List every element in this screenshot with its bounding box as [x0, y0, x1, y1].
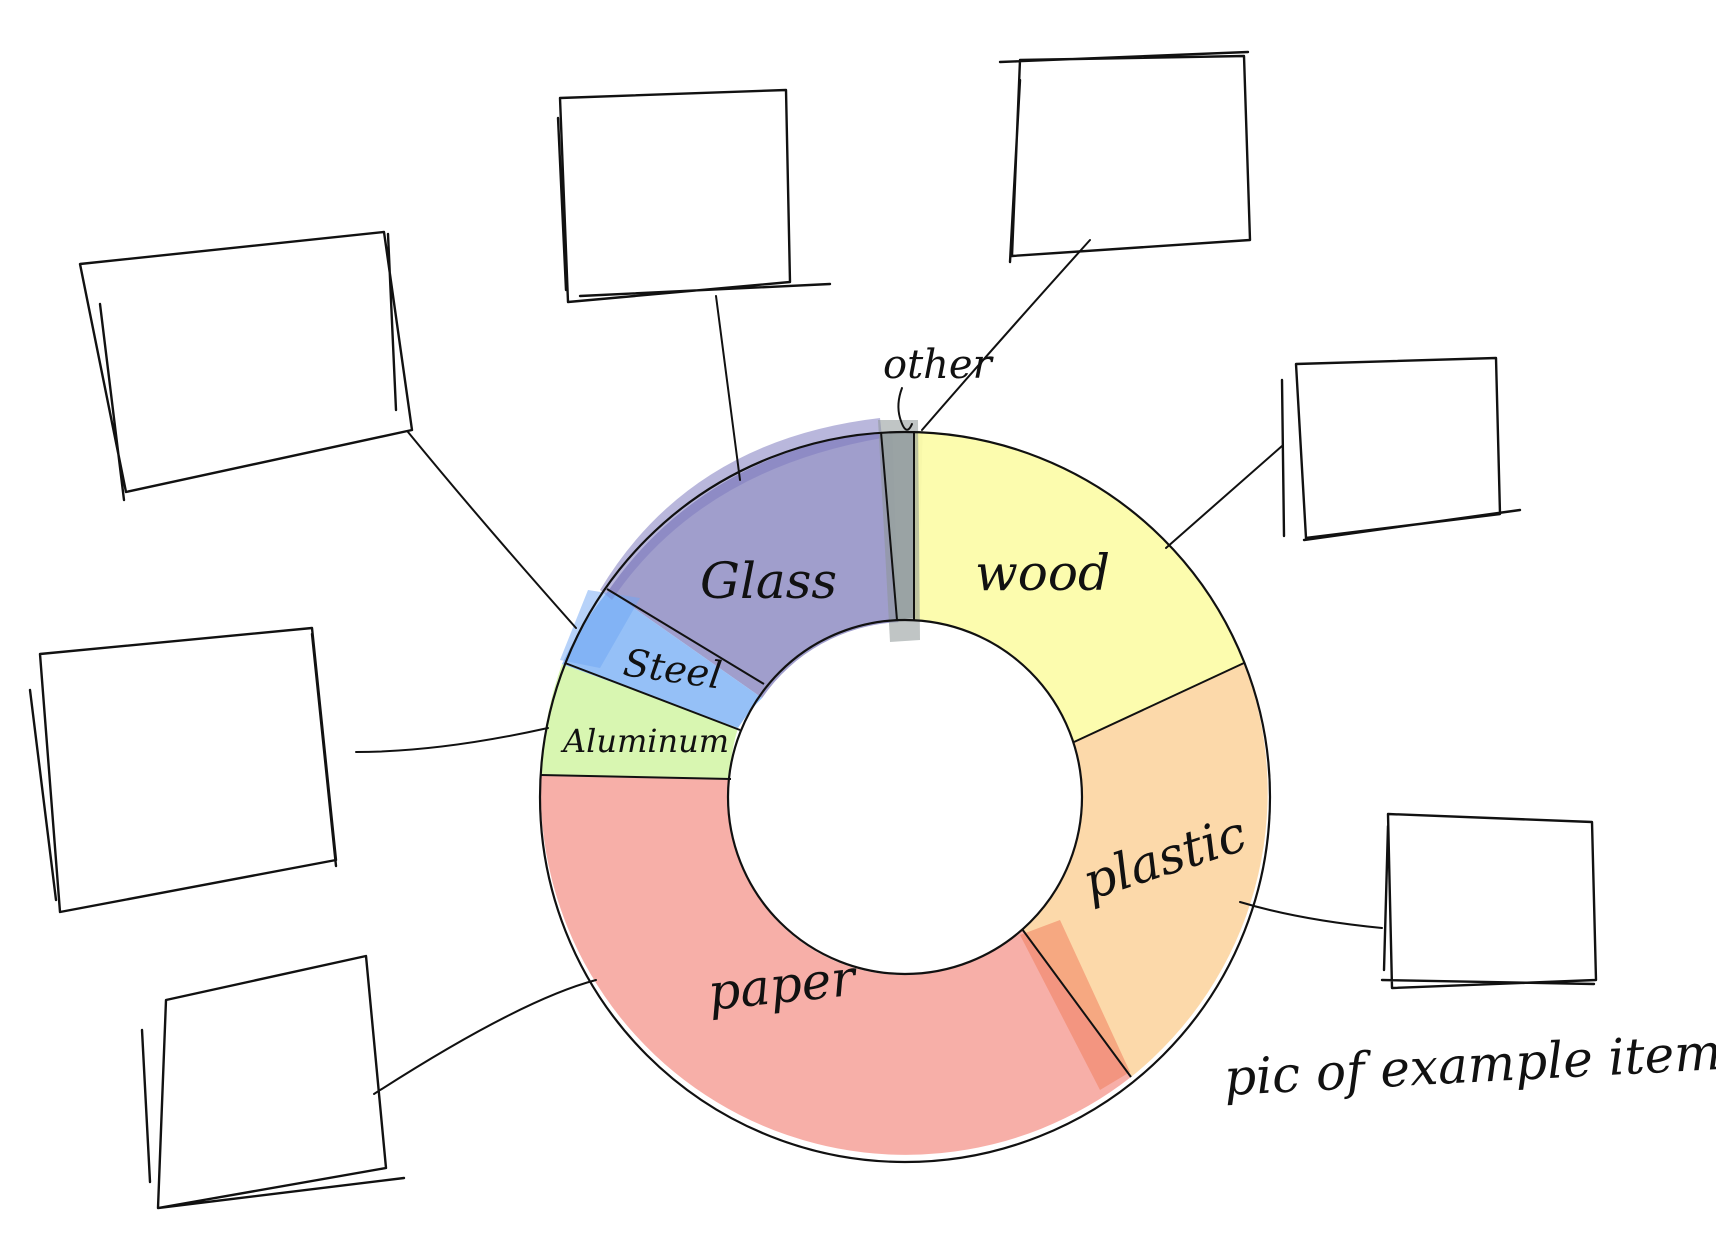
image-placeholder-box-other	[998, 50, 1252, 264]
example-item-boxes	[28, 50, 1598, 1210]
leader-glass	[715, 295, 741, 481]
image-placeholder-box-glass	[556, 88, 832, 304]
donut-outer-edge	[538, 430, 1272, 1164]
leader-wood	[1165, 445, 1283, 549]
leader-aluminum	[355, 727, 549, 753]
image-placeholder-box-steel	[78, 230, 414, 502]
leader-paper	[373, 979, 597, 1095]
image-placeholder-box-aluminum	[28, 626, 338, 914]
leader-other	[921, 239, 1091, 431]
leader-lines	[355, 239, 1383, 1095]
segment-paper	[540, 775, 1131, 1155]
donut-inner-edge	[726, 618, 1084, 976]
leader-steel	[407, 431, 577, 629]
divider-plastic-paper	[1021, 928, 1132, 1078]
image-placeholder-box-plastic	[1380, 812, 1598, 990]
divider-steel-aluminum	[564, 662, 741, 731]
divider-aluminum-paper	[540, 774, 732, 780]
image-placeholder-box-paper	[140, 954, 406, 1210]
leader-plastic	[1239, 901, 1383, 929]
leader-other-curl	[897, 387, 913, 431]
label-wood: wood	[975, 544, 1110, 602]
divider-wood-plastic	[1073, 662, 1245, 743]
divider-glass-steel	[606, 588, 765, 685]
annotation-pic-of-example-items: pic of example items	[1223, 1022, 1716, 1107]
donut-chart: Glass other wood plastic paper Aluminum …	[538, 342, 1272, 1164]
wash-other-edge	[878, 420, 920, 642]
label-aluminum: Aluminum	[560, 722, 729, 760]
segment-glass	[608, 432, 899, 698]
segment-aluminum	[541, 664, 738, 779]
divider-glass-other	[880, 431, 898, 621]
label-glass: Glass	[700, 552, 837, 610]
image-placeholder-box-wood	[1280, 356, 1522, 542]
segment-wood	[914, 431, 1244, 742]
wash-steel-edge	[560, 590, 640, 668]
label-other: other	[883, 342, 995, 388]
